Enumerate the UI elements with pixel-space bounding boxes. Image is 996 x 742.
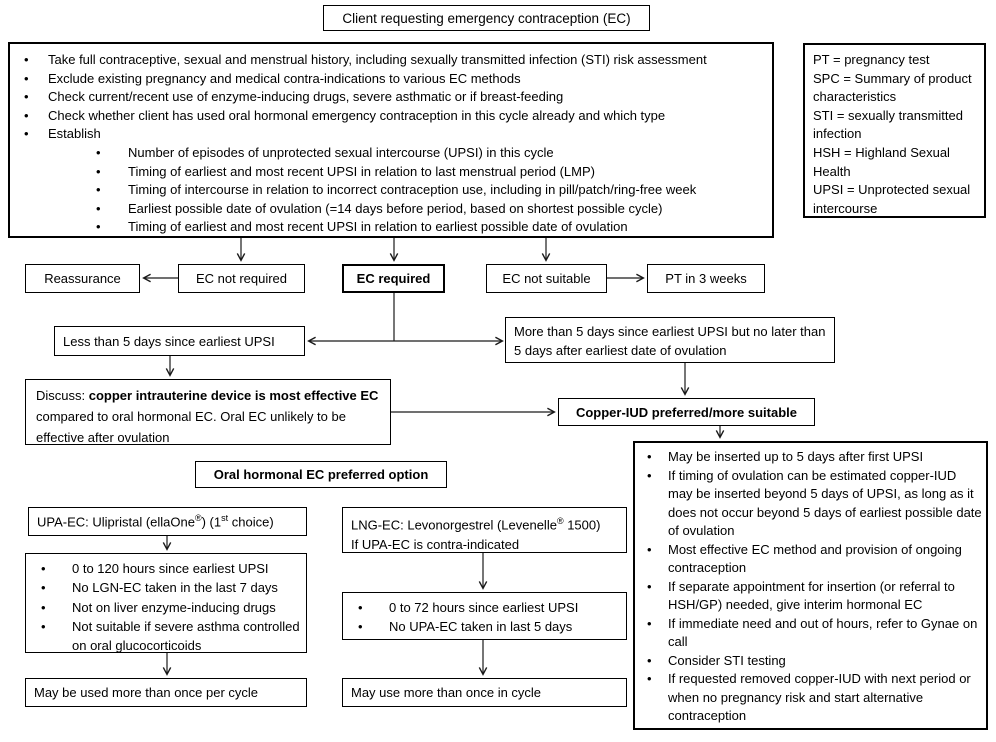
assessment-list: Take full contraceptive, sexual and mens… (10, 44, 772, 237)
upa-criteria-item: No LGN-EC taken in the last 7 days (26, 578, 306, 598)
legend-entry: PT = pregnancy test (813, 52, 930, 67)
upa-footer-label: May be used more than once per cycle (34, 685, 259, 700)
discuss-bold-text: copper intrauterine device is most effec… (88, 388, 379, 403)
lng-ec-box: LNG-EC: Levonorgestrel (Levenelle® 1500)… (342, 507, 627, 553)
ec-not-suitable-label: EC not suitable (502, 271, 591, 286)
legend-entry: HSH = Highland Sexual Health (813, 144, 950, 179)
copper-iud-details-list: May be inserted up to 5 days after first… (635, 443, 986, 726)
copper-iud-detail-item: If requested removed copper-IUD with nex… (635, 670, 986, 726)
upa-label-part: choice) (228, 514, 274, 530)
upa-label-part: UPA-EC: Ulipristal (ellaOne (37, 514, 195, 530)
lng-footer-box: May use more than once in cycle (342, 678, 627, 707)
lng-criteria-item: No UPA-EC taken in last 5 days (343, 617, 626, 637)
assessment-item: Take full contraceptive, sexual and mens… (10, 51, 772, 70)
lng-label-part: 1500) (563, 517, 601, 533)
lng-registered-mark: ® (556, 516, 564, 526)
more-than-5-days-label: More than 5 days since earliest UPSI but… (514, 324, 826, 358)
copper-iud-detail-item: If immediate need and out of hours, refe… (635, 615, 986, 652)
copper-iud-details-box: May be inserted up to 5 days after first… (633, 441, 988, 730)
legend-entry: UPSI = Unprotected sexual intercourse (813, 182, 971, 216)
less-than-5-days-label: Less than 5 days since earliest UPSI (63, 333, 275, 349)
upa-ordinal-sup: st (221, 513, 229, 524)
assessment-sub-item: Timing of earliest and most recent UPSI … (10, 163, 772, 182)
copper-iud-detail-item: Most effective EC method and provision o… (635, 541, 986, 578)
upa-label-part: ) (1 (201, 514, 222, 530)
pt-3-weeks-box: PT in 3 weeks (647, 264, 765, 293)
oral-hormonal-header-box: Oral hormonal EC preferred option (195, 461, 447, 488)
ec-not-required-label: EC not required (195, 271, 288, 286)
copper-iud-detail-item: May be inserted up to 5 days after first… (635, 448, 986, 467)
reassurance-box: Reassurance (25, 264, 140, 293)
assessment-item: Check whether client has used oral hormo… (10, 107, 772, 126)
upa-footer-box: May be used more than once per cycle (25, 678, 307, 707)
copper-iud-detail-item: If timing of ovulation can be estimated … (635, 467, 986, 541)
upa-criteria-list: 0 to 120 hours since earliest UPSI No LG… (26, 554, 306, 655)
upa-ec-label: UPA-EC: Ulipristal (ellaOne®) (1st choic… (37, 513, 274, 529)
ec-required-label: EC required (356, 271, 431, 286)
assessment-sub-item: Timing of earliest and most recent UPSI … (10, 218, 772, 237)
lng-label-part: LNG-EC: Levonorgestrel (Levenelle (351, 517, 557, 533)
assessment-item: Check current/recent use of enzyme-induc… (10, 88, 772, 107)
lng-criteria-box: 0 to 72 hours since earliest UPSI No UPA… (342, 592, 627, 640)
upa-registered-mark: ® (194, 513, 202, 524)
assessment-item: Exclude existing pregnancy and medical c… (10, 70, 772, 89)
lng-criteria-item: 0 to 72 hours since earliest UPSI (343, 598, 626, 618)
upa-criteria-box: 0 to 120 hours since earliest UPSI No LG… (25, 553, 307, 653)
assessment-item: Establish (10, 125, 772, 144)
title-text: Client requesting emergency contraceptio… (342, 10, 631, 26)
discuss-rest: compared to oral hormonal EC. Oral EC un… (36, 409, 346, 445)
lng-criteria-list: 0 to 72 hours since earliest UPSI No UPA… (343, 593, 626, 637)
assessment-sub-item: Number of episodes of unprotected sexual… (10, 144, 772, 163)
more-than-5-days-box: More than 5 days since earliest UPSI but… (505, 317, 835, 363)
legend-entry: STI = sexually transmitted infection (813, 107, 963, 142)
ec-not-suitable-box: EC not suitable (486, 264, 607, 293)
lng-footer-label: May use more than once in cycle (351, 685, 542, 700)
discuss-prefix: Discuss: (36, 388, 89, 403)
title-box: Client requesting emergency contraceptio… (323, 5, 650, 31)
copper-iud-preferred-label: Copper-IUD preferred/more suitable (575, 404, 798, 420)
copper-iud-preferred-box: Copper-IUD preferred/more suitable (558, 398, 815, 426)
legend-box: PT = pregnancy test SPC = Summary of pro… (803, 43, 986, 218)
lng-ec-label-line1: LNG-EC: Levonorgestrel (Levenelle® 1500) (351, 512, 618, 535)
discuss-box: Discuss: copper intrauterine device is m… (25, 379, 391, 445)
lng-ec-label-line2: If UPA-EC is contra-indicated (351, 536, 520, 552)
copper-iud-detail-item: Consider STI testing (635, 652, 986, 671)
pt-3-weeks-label: PT in 3 weeks (665, 271, 747, 286)
legend-entry: SPC = Summary of product characteristics (813, 70, 972, 105)
assessment-sub-item: Timing of intercourse in relation to inc… (10, 181, 772, 200)
assessment-sub-item: Earliest possible date of ovulation (=14… (10, 200, 772, 219)
copper-iud-detail-item: If separate appointment for insertion (o… (635, 578, 986, 615)
less-than-5-days-box: Less than 5 days since earliest UPSI (54, 326, 305, 356)
upa-ec-box: UPA-EC: Ulipristal (ellaOne®) (1st choic… (28, 507, 307, 536)
ec-not-required-box: EC not required (178, 264, 305, 293)
assessment-box: Take full contraceptive, sexual and mens… (8, 42, 774, 238)
upa-criteria-item: Not suitable if severe asthma controlled… (26, 617, 306, 656)
upa-criteria-item: Not on liver enzyme-inducing drugs (26, 598, 306, 618)
upa-criteria-item: 0 to 120 hours since earliest UPSI (26, 559, 306, 579)
oral-hormonal-header-label: Oral hormonal EC preferred option (213, 467, 429, 482)
reassurance-label: Reassurance (44, 271, 121, 286)
ec-required-box: EC required (342, 264, 445, 293)
